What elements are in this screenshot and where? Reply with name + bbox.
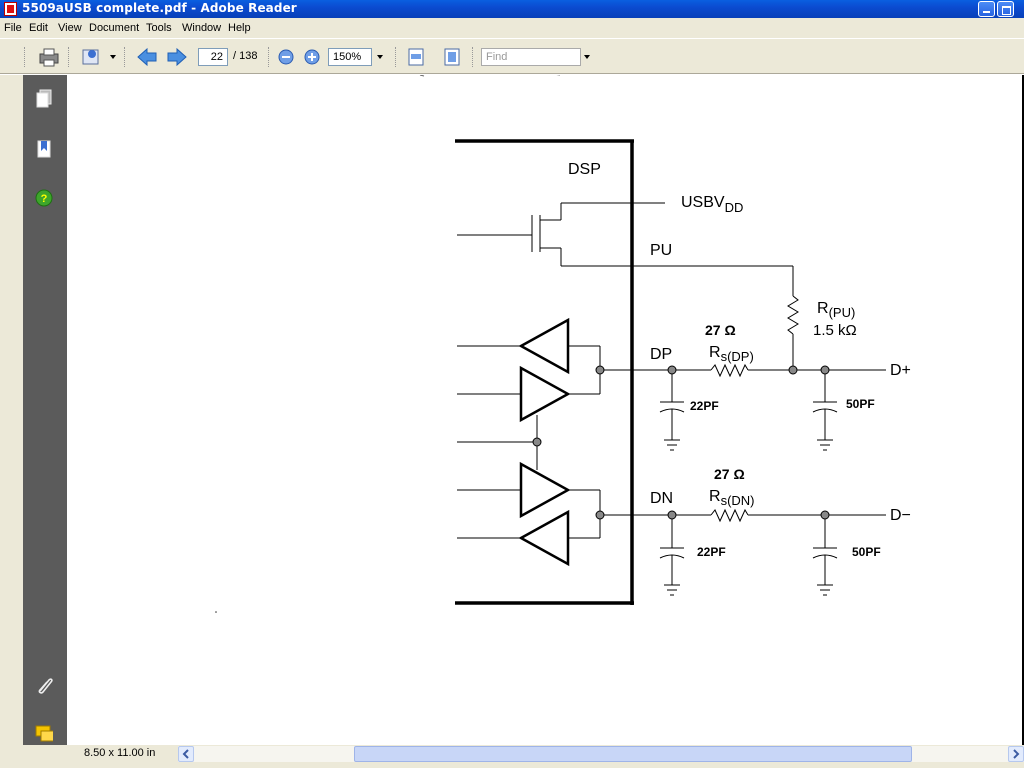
attachments-icon[interactable] xyxy=(35,675,53,695)
dp-label: DP xyxy=(650,346,672,363)
scroll-thumb[interactable] xyxy=(354,746,912,762)
rs-dn-label: Rs(DN) xyxy=(709,488,755,508)
capacitor-dn-50pf xyxy=(812,515,838,596)
page-edge xyxy=(1022,75,1024,745)
hand-tool-dropdown-icon[interactable] xyxy=(110,55,116,59)
horizontal-scrollbar[interactable] xyxy=(178,746,1024,762)
dsp-label: DSP xyxy=(568,161,601,178)
find-dropdown-icon[interactable] xyxy=(584,55,590,59)
capacitor-dp-22pf xyxy=(659,370,685,451)
output-enable-line xyxy=(457,415,538,470)
rs-dp-label: Rs(DP) xyxy=(709,344,754,364)
d-plus-label: D+ xyxy=(890,362,911,379)
usbvdd-label: USBVDD xyxy=(681,194,743,215)
pu-label: PU xyxy=(650,242,672,259)
page-number-input[interactable]: 22 xyxy=(198,48,228,66)
scroll-right-button[interactable] xyxy=(1008,746,1024,762)
navigation-sidebar: ? xyxy=(23,75,67,745)
cap-dn-line-label: 50PF xyxy=(852,545,881,559)
menu-tools[interactable]: Tools xyxy=(146,22,172,34)
comments-icon[interactable] xyxy=(35,725,53,745)
toolbar-separator xyxy=(124,47,126,67)
menu-help[interactable]: Help xyxy=(228,22,251,34)
transmit-buffer-dn xyxy=(519,461,571,519)
capacitor-dn-22pf xyxy=(659,515,685,596)
junction-dots xyxy=(595,365,830,520)
minimize-button[interactable] xyxy=(978,1,995,17)
zoom-in-icon[interactable] xyxy=(303,47,321,67)
zoom-out-icon[interactable] xyxy=(277,47,295,67)
rs-dn-value: 27 Ω xyxy=(714,466,745,482)
cap-dn-label: 22PF xyxy=(697,545,726,559)
zoom-level-input[interactable]: 150% xyxy=(328,48,372,66)
window-title: 5509aUSB complete.pdf - Adobe Reader xyxy=(22,1,297,15)
toolbar-separator xyxy=(395,47,397,67)
pullup-mosfet xyxy=(457,202,793,267)
pullup-resistor xyxy=(787,266,799,370)
page-size-label: 8.50 x 11.00 in xyxy=(84,747,156,759)
pages-icon[interactable] xyxy=(35,89,53,109)
series-resistor-dp xyxy=(710,363,749,378)
transmit-buffer-dp xyxy=(519,365,571,423)
fit-width-icon[interactable] xyxy=(406,47,426,67)
cap-dp-label: 22PF xyxy=(690,399,719,413)
dn-label: DN xyxy=(650,490,673,507)
capacitor-dp-50pf xyxy=(812,370,838,451)
toolbar: 22 / 138 150% Find xyxy=(0,38,1024,74)
menu-edit[interactable]: Edit xyxy=(29,22,48,34)
restore-button[interactable] xyxy=(997,1,1014,17)
toolbar-separator xyxy=(472,47,474,67)
cap-dp-line-label: 50PF xyxy=(846,397,875,411)
toolbar-separator xyxy=(268,47,270,67)
hand-tool-icon[interactable] xyxy=(80,47,104,67)
navigation-panel-edge xyxy=(0,75,23,760)
menu-file[interactable]: File xyxy=(4,22,22,34)
rs-dp-value: 27 Ω xyxy=(705,322,736,338)
status-bar: 8.50 x 11.00 in xyxy=(0,745,1024,768)
bookmarks-icon[interactable] xyxy=(35,139,53,159)
usb-schematic-diagram: DSP USBVDD PU R(PU) 1.5 kΩ xyxy=(215,73,911,613)
document-view[interactable]: DSP USBVDD PU R(PU) 1.5 kΩ xyxy=(67,73,1024,745)
receive-buffer-dn xyxy=(518,509,570,567)
previous-page-icon[interactable] xyxy=(136,47,158,67)
dsp-block xyxy=(455,139,634,605)
r-pu-label: R(PU) xyxy=(817,300,855,320)
print-icon[interactable] xyxy=(38,47,60,67)
menu-view[interactable]: View xyxy=(58,22,82,34)
page-total-label: / 138 xyxy=(233,50,258,62)
page-artifact xyxy=(215,611,217,613)
d-minus-label: D− xyxy=(890,507,911,524)
page-artifact xyxy=(419,74,425,77)
menu-window[interactable]: Window xyxy=(182,22,222,34)
scroll-left-button[interactable] xyxy=(178,746,194,762)
toolbar-separator xyxy=(68,47,70,67)
find-input[interactable]: Find xyxy=(481,48,581,66)
menu-document[interactable]: Document xyxy=(89,22,140,34)
fit-page-icon[interactable] xyxy=(442,47,462,67)
zoom-dropdown-icon[interactable] xyxy=(377,55,383,59)
r-pu-value: 1.5 kΩ xyxy=(813,322,857,339)
help-icon[interactable]: ? xyxy=(35,188,53,208)
chevron-left-icon xyxy=(182,749,189,759)
junction-dot xyxy=(532,437,542,447)
chevron-right-icon xyxy=(1013,749,1020,759)
menu-bar: File Edit View Document Tools Window Hel… xyxy=(0,18,1024,38)
next-page-icon[interactable] xyxy=(166,47,188,67)
toolbar-separator xyxy=(24,47,26,67)
svg-text:?: ? xyxy=(41,193,48,205)
adobe-reader-icon xyxy=(4,2,17,16)
title-bar: 5509aUSB complete.pdf - Adobe Reader xyxy=(0,0,1024,18)
series-resistor-dn xyxy=(710,508,749,523)
receive-buffer-dp xyxy=(518,317,570,375)
